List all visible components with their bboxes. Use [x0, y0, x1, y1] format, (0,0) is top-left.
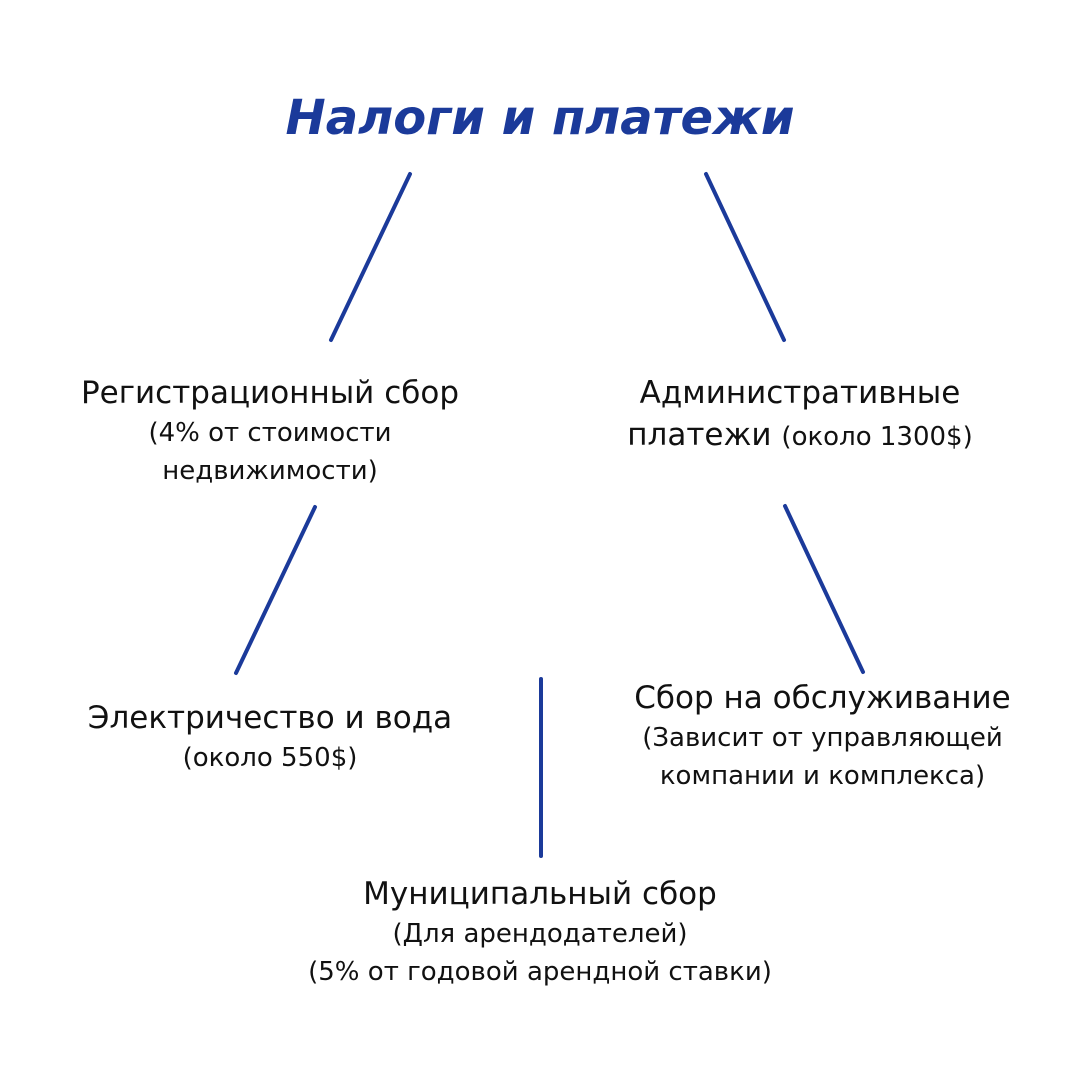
node-admin-label-line2: платежи	[627, 417, 772, 453]
node-registration-label: Регистрационный сбор	[80, 375, 459, 411]
node-municipal-fee: Муниципальный сбор (Для арендодателей) (…	[200, 873, 880, 991]
node-admin-line2: платежи (около 1300$)	[555, 414, 1045, 458]
node-service-label: Сбор на обслуживание	[634, 680, 1011, 716]
node-electricity-note: (около 550$)	[182, 743, 358, 773]
node-administrative-payments: Административные платежи (около 1300$)	[555, 372, 1045, 458]
node-municipal-note-line1: (Для арендодателей)	[392, 919, 688, 949]
node-admin-note: (около 1300$)	[781, 422, 973, 452]
node-service-fee: Сбор на обслуживание (Зависит от управля…	[565, 677, 1080, 795]
connector-registration-to-electricity	[234, 505, 317, 675]
node-municipal-label: Муниципальный сбор	[363, 876, 717, 912]
node-municipal-note-line2: (5% от годовой арендной ставки)	[308, 957, 772, 987]
node-electricity-label: Электричество и вода	[87, 700, 453, 736]
node-registration-fee: Регистрационный сбор (4% от стоимости не…	[20, 372, 520, 490]
node-admin-label-line1: Административные	[639, 375, 961, 411]
node-service-note-line2: компании и комплекса)	[659, 761, 986, 791]
connector-title-to-admin	[704, 172, 786, 342]
diagram-title: Налоги и платежи	[285, 90, 795, 146]
connector-admin-to-service	[783, 504, 865, 674]
node-registration-note-line1: (4% от стоимости	[148, 418, 392, 448]
connector-title-to-registration	[329, 172, 412, 342]
node-service-note-line1: (Зависит от управляющей	[642, 723, 1003, 753]
node-registration-note-line2: недвижимости)	[162, 456, 378, 486]
node-electricity-water: Электричество и вода (около 550$)	[10, 697, 530, 777]
